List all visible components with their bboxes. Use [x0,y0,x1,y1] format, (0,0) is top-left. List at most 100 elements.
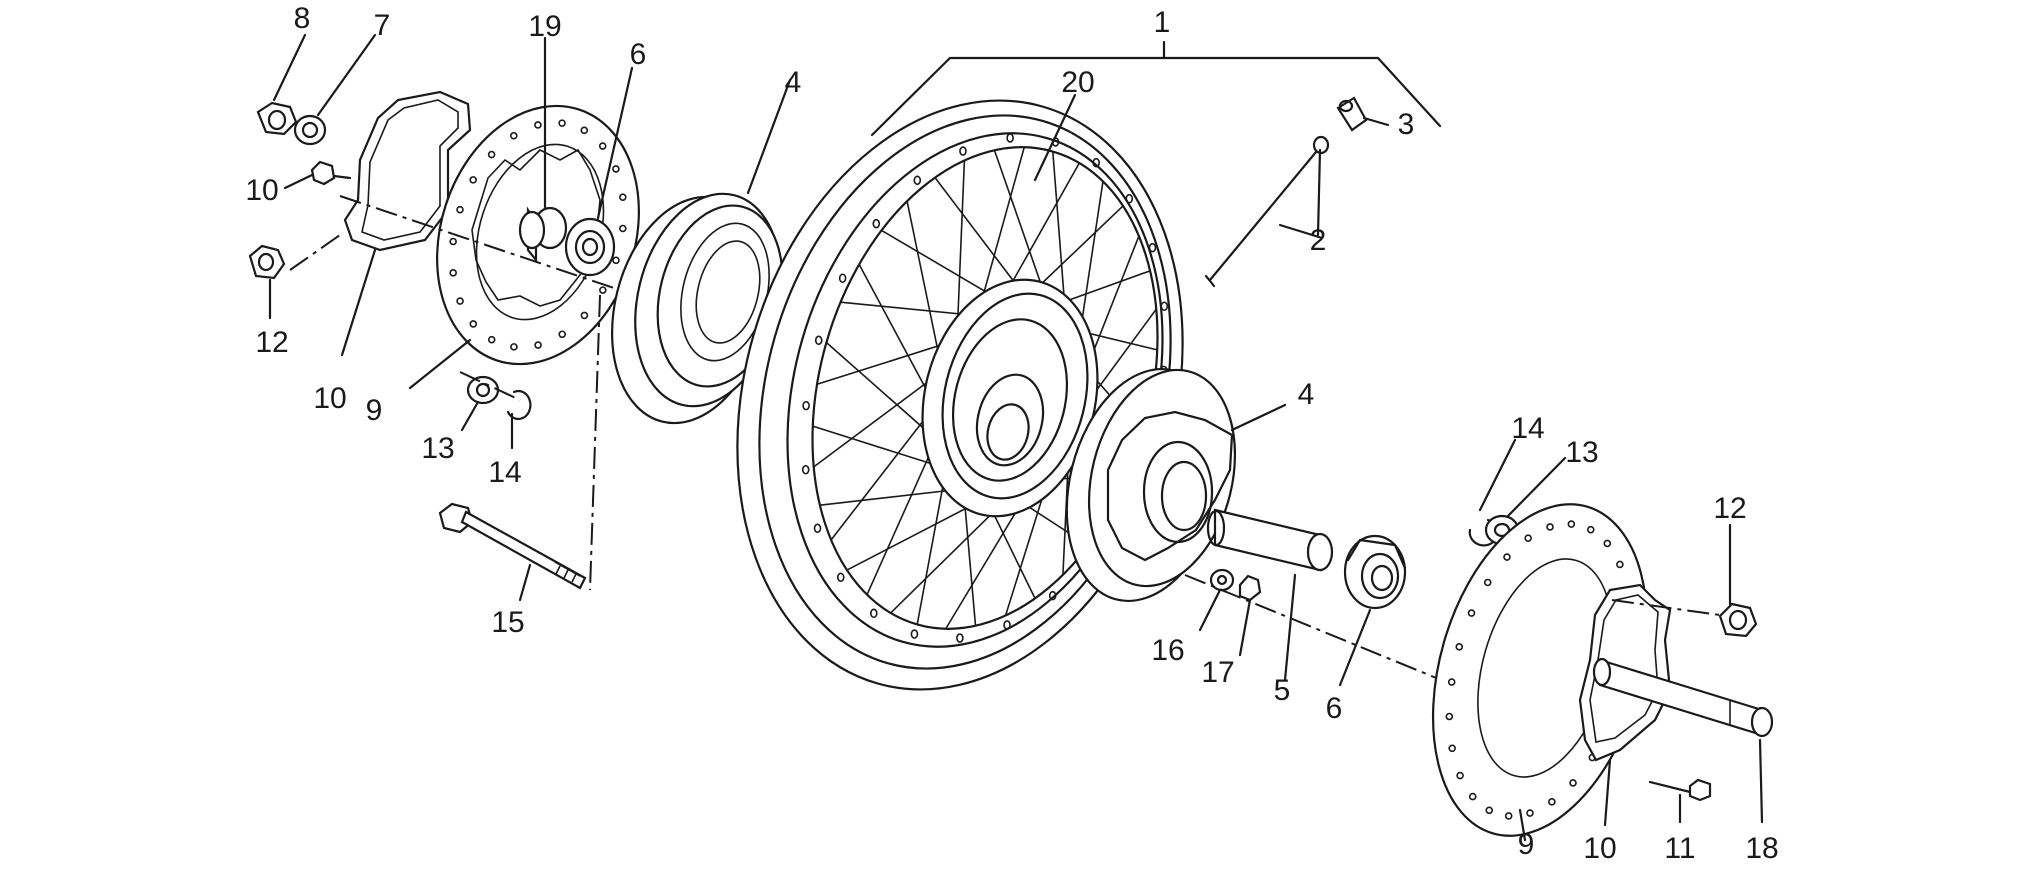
rim-hole [1048,590,1057,601]
bolt-11 [1648,778,1712,824]
disc-hole [1448,744,1456,753]
label-12-left: 12 [255,326,288,359]
rim-hole [814,335,823,346]
disc-hole [1586,525,1595,534]
left-carrier-plate [340,90,472,357]
nut-part [256,33,307,136]
label-6-right: 6 [1326,692,1343,725]
spacer-tube-5 [1206,508,1334,682]
disc-hole [1603,539,1612,548]
disc-hole [510,343,518,351]
disc-hole [456,205,464,214]
disc-hole [449,237,457,246]
nut-17 [1238,574,1262,657]
disc-holes-left [449,119,627,351]
disc-hole [558,119,566,127]
disc-hole [612,165,620,173]
disc-hole [1467,609,1476,617]
disc-hole [456,297,464,305]
disc-hole [1526,809,1534,817]
disc-hole [1548,798,1556,806]
label-10-right: 10 [1583,832,1616,865]
disc-hole [449,269,457,277]
bearing-6-left [564,66,634,277]
bolt-10-left [283,160,352,190]
rim-hole [838,273,847,284]
circlip-14-left [506,389,532,450]
right-carrier-plate [1578,583,1672,827]
disc-hole [1546,523,1554,531]
rim-hole [910,629,919,639]
rim-hole [872,218,881,229]
disc-hole [599,286,607,294]
label-5: 5 [1274,674,1291,707]
nut-12-left [248,234,341,320]
rim-hole [802,400,810,411]
disc-hole [619,193,627,201]
disc-hole [469,320,478,328]
disc-hole [487,335,496,344]
disc-hole [1524,534,1532,542]
assembly-bracket [870,40,1442,137]
washer-13-left [460,375,500,432]
rim-hole [1160,301,1169,312]
right-hub-flange [1065,367,1287,603]
label-3: 3 [1398,108,1415,141]
spacer-19 [518,36,568,264]
disc-hole [1485,806,1494,815]
disc-hole [1445,712,1454,721]
disc-hole [1455,643,1464,651]
rim-hole [959,146,967,156]
label-14-right: 14 [1511,412,1544,445]
label-9-left: 9 [366,394,383,427]
rim-hole [1006,133,1014,143]
axle-bolt-15 [438,502,587,602]
left-hub-flange [610,78,792,425]
disc-hole [580,126,589,135]
label-13-left: 13 [421,432,454,465]
label-13-right: 13 [1565,436,1598,469]
label-16: 16 [1151,634,1184,667]
label-9-right: 9 [1518,828,1535,861]
rim-hole [1148,242,1157,253]
disc-hole [598,142,607,150]
disc-hole [487,150,496,159]
disc-hole [1504,812,1513,820]
rim-hole [1125,193,1134,204]
disc-hole [469,176,477,184]
wheel-axle-18 [1592,657,1774,824]
washer-16 [1198,568,1235,632]
bearing-6-right [1338,534,1407,687]
label-17: 17 [1201,656,1234,689]
nut-12-right [1718,523,1758,638]
disc-hole [1503,553,1511,561]
label-2: 2 [1310,224,1327,257]
rim-hole [1092,157,1100,168]
disc-hole [1447,678,1456,686]
rim-hole [870,608,878,619]
label-6-left: 6 [630,38,647,71]
rim-hole [801,464,810,475]
rim-hole [813,523,822,534]
label-12-right: 12 [1713,492,1746,525]
label-11: 11 [1664,832,1695,865]
disc-hole [558,330,567,339]
rim-hole [836,572,845,583]
label-14-left: 14 [488,456,521,489]
label-20: 20 [1061,66,1094,99]
disc-hole [1483,578,1492,587]
rim-hole [913,175,922,186]
label-10-left: 10 [245,174,278,207]
disc-hole [509,131,518,140]
spoke-2 [1204,135,1330,288]
label-4-left: 4 [785,66,802,99]
rim-hole [1003,620,1011,630]
label-1: 1 [1154,6,1171,39]
label-10-lower: 10 [313,382,346,415]
nipple-3 [1336,96,1390,132]
disc-hole [1468,792,1477,801]
disc-hole [1567,520,1576,528]
label-4-right: 4 [1298,378,1315,411]
disc-hole [1616,560,1624,569]
